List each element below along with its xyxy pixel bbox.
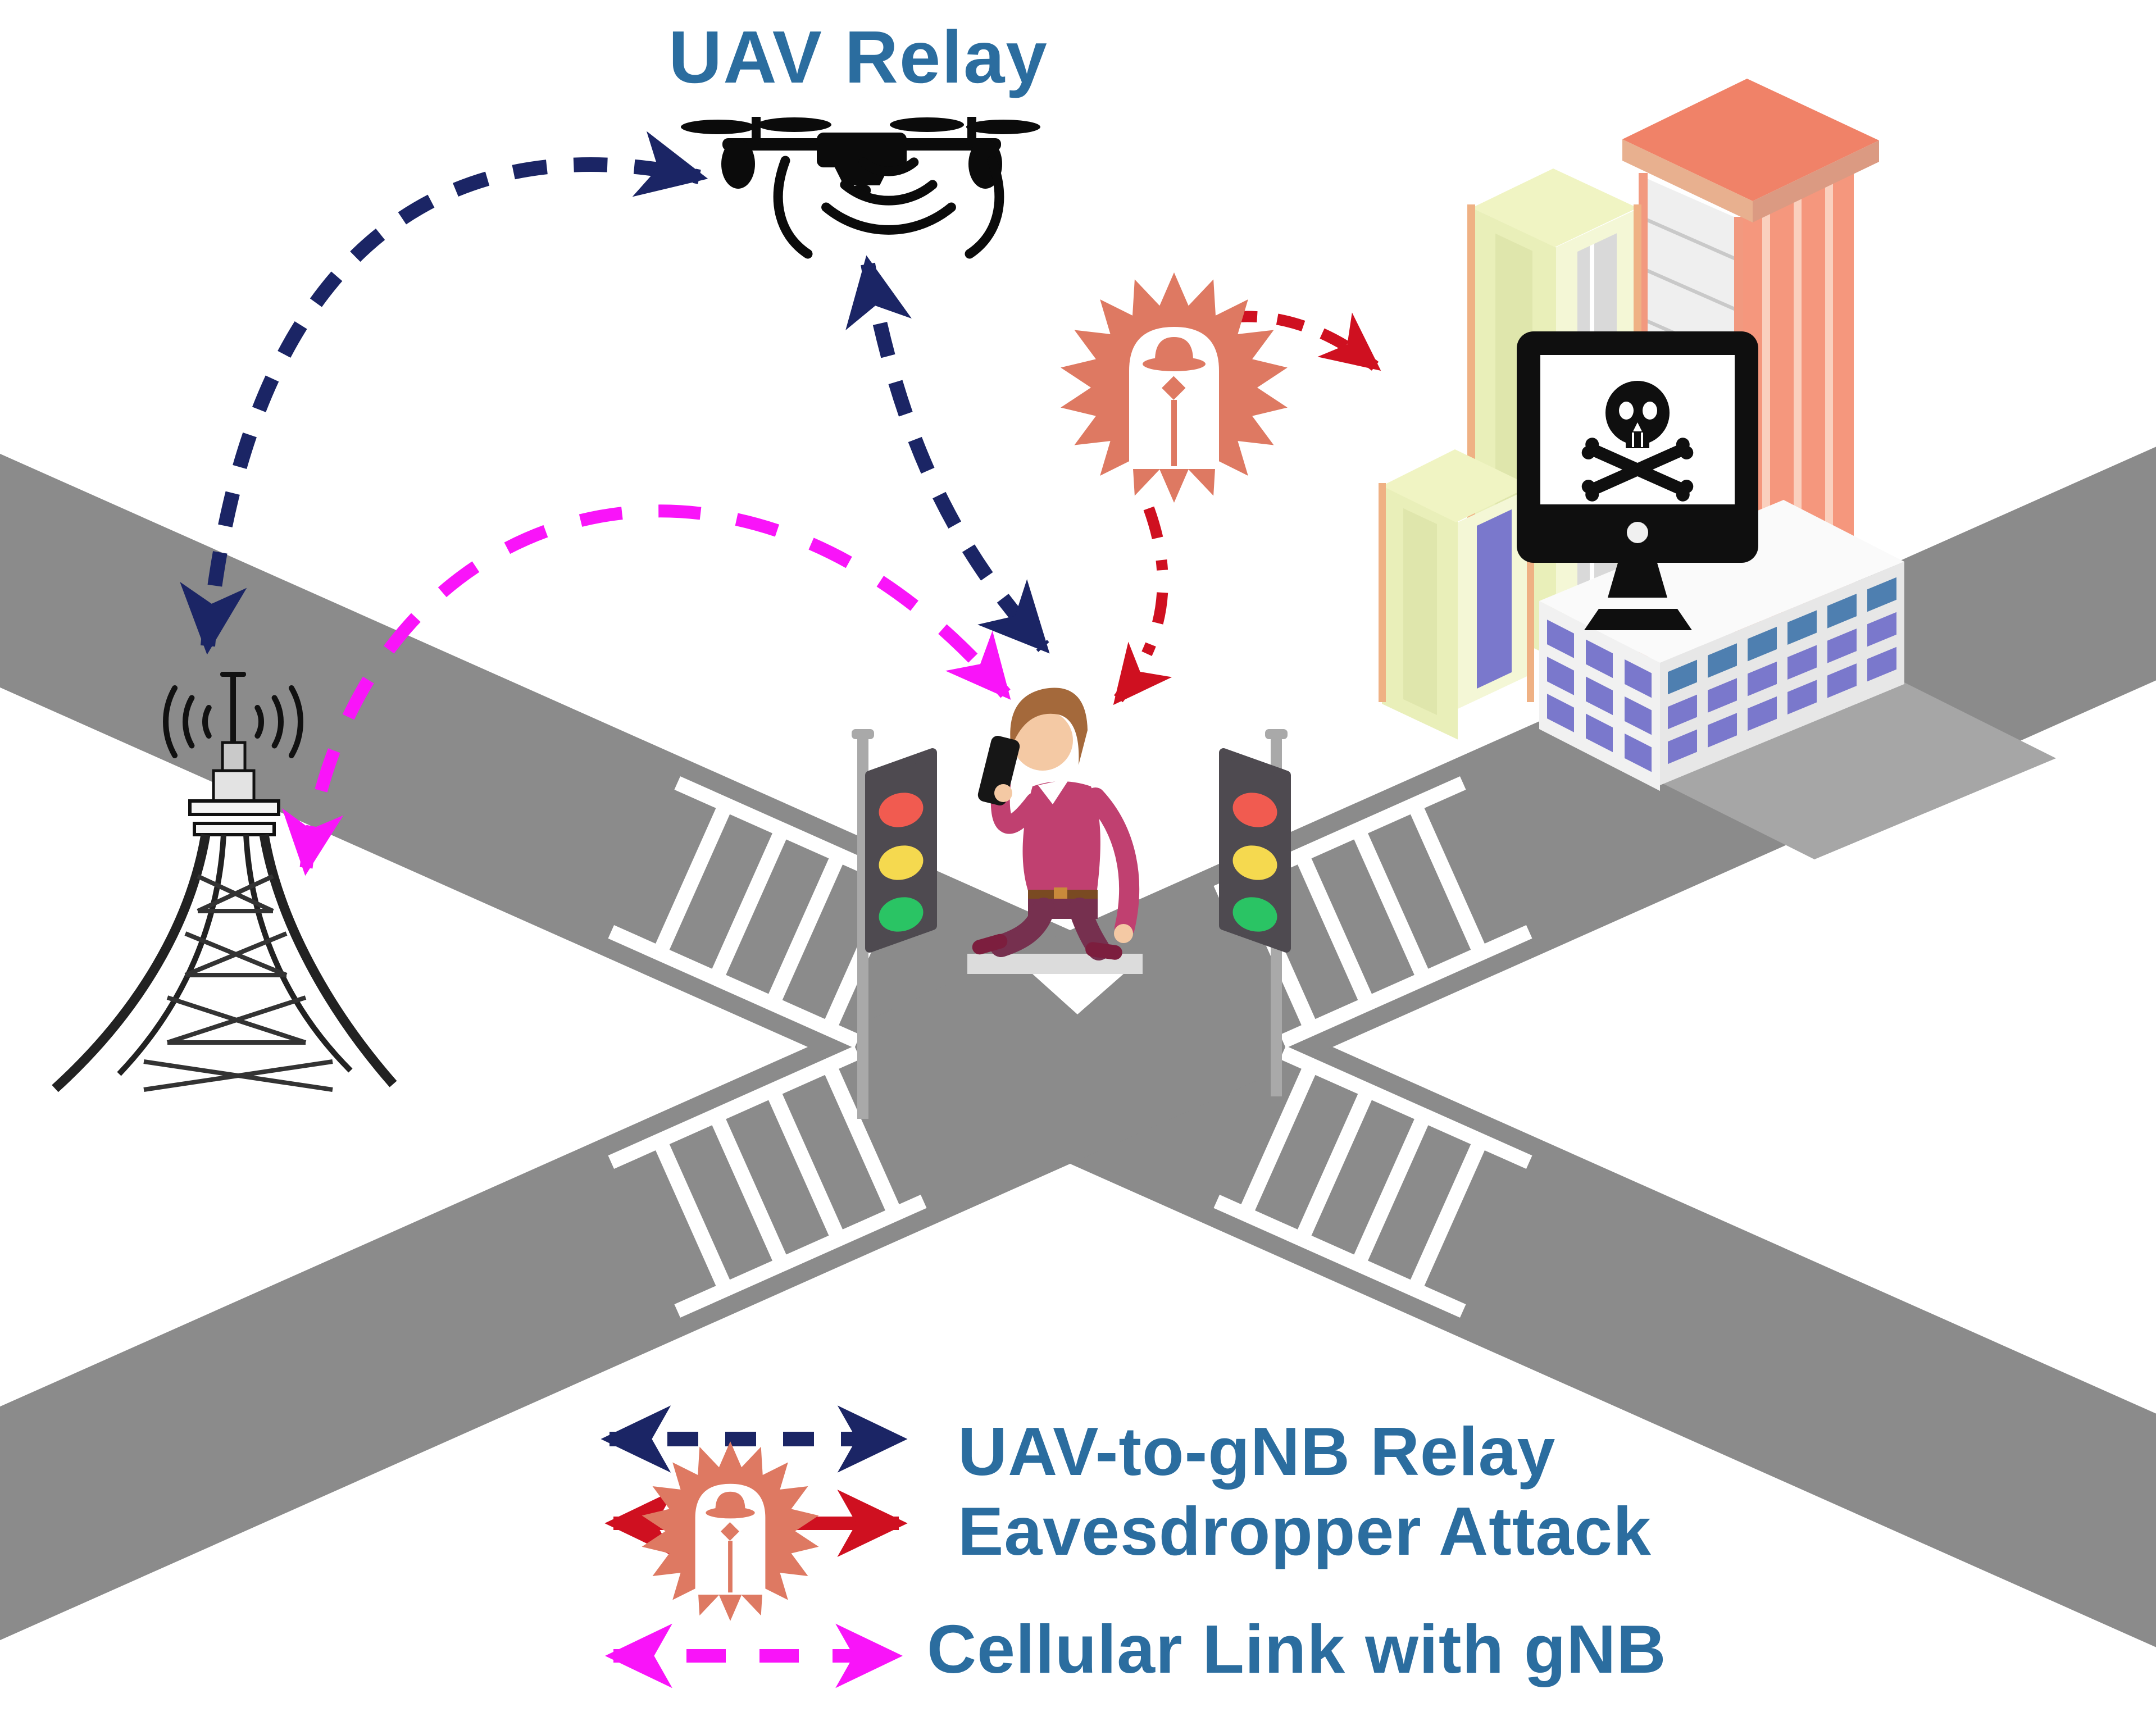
monitor-skull-icon	[1517, 331, 1758, 630]
crosswalk-icon	[608, 776, 1532, 1318]
eavesdrop-user-arrow	[1113, 506, 1172, 705]
wifi-waves-icon	[773, 156, 1004, 259]
platform-notch	[1032, 974, 1124, 1014]
skull-crossbones-icon	[1581, 381, 1694, 502]
legend-label-uav-relay: UAV-to-gNB Relay	[958, 1413, 1556, 1490]
traffic-light-icon-right	[1219, 729, 1291, 1096]
legend-label-cellular: Cellular Link with gNB	[927, 1611, 1667, 1687]
legend-swatches	[601, 1405, 908, 1688]
pedestrian-front-leg	[990, 898, 1055, 957]
eavesdrop-building-arrow	[1230, 311, 1381, 371]
eavesdropper-sun-icon	[1061, 272, 1288, 503]
pedestrian-torso	[1022, 781, 1100, 894]
gnb-tower-icon	[52, 672, 397, 1092]
legend-label-eavesdropper: Eavesdropper Attack	[958, 1493, 1652, 1569]
yellow-green-tower-short	[1379, 449, 1534, 740]
tower-bracing	[143, 874, 333, 1092]
uav-gnb-relay-arrow	[180, 131, 708, 655]
city-buildings-icon	[1379, 79, 2056, 859]
uav-user-relay-arrow	[845, 255, 1050, 654]
pedestrian-hair	[1010, 688, 1088, 765]
uav-relay-title: UAV Relay	[668, 16, 1048, 98]
uav-drone-icon	[681, 117, 1040, 259]
legend-eavesdropper-sun-icon	[642, 1441, 819, 1621]
building-shadow	[1663, 682, 2056, 859]
pedestrian-head	[1012, 710, 1073, 771]
monitor-camera-dot	[1627, 522, 1648, 543]
pedestrian-back-arm	[1085, 787, 1140, 938]
